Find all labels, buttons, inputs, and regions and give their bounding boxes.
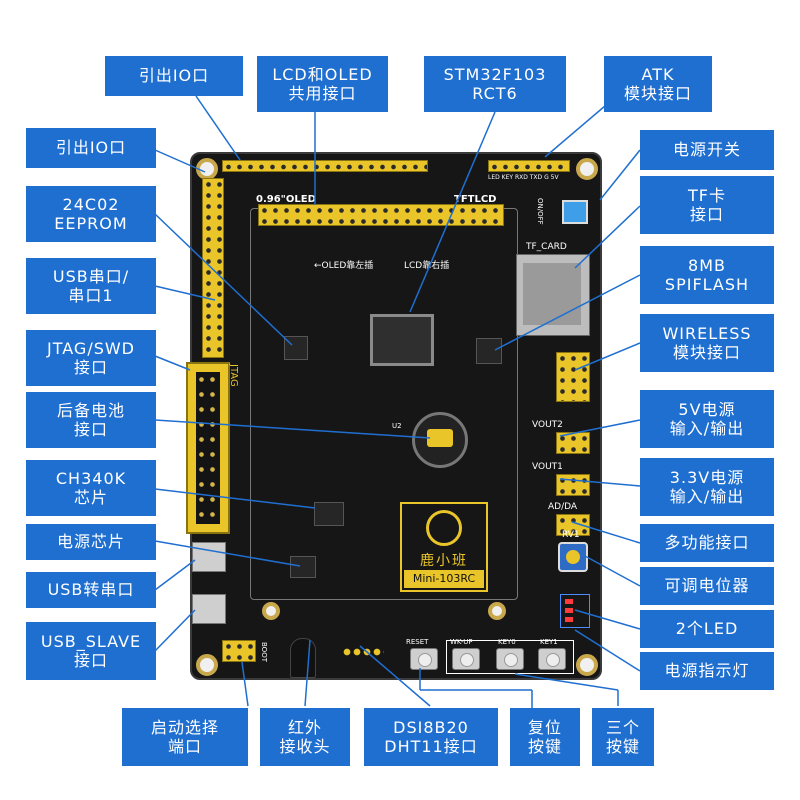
label-three-keys: 三个按键 (592, 708, 654, 766)
jtag-connector (186, 362, 230, 534)
vout1-header (556, 474, 590, 496)
mcu-chip (370, 314, 434, 366)
mount-hole (196, 158, 218, 180)
tf-card-slot (516, 254, 590, 336)
lcd-oled-header (258, 204, 504, 226)
vout2-header (556, 432, 590, 454)
boot-header (222, 640, 256, 662)
ch340-chip (314, 502, 344, 526)
reset-button (410, 648, 438, 670)
silk-boot: BOOT (260, 642, 268, 662)
label-pot: 可调电位器 (640, 567, 774, 605)
label-ir: 红外接收头 (260, 708, 350, 766)
silk-vout2: VOUT2 (532, 420, 563, 430)
mount-hole (196, 654, 218, 676)
silk-key1: KEY1 (540, 638, 558, 646)
label-power-switch: 电源开关 (640, 130, 774, 170)
atk-header (488, 160, 570, 172)
silk-lcd-insert: LCD靠右插 (404, 261, 450, 271)
mount-hole (576, 654, 598, 676)
label-5v: 5V电源输入/输出 (640, 390, 774, 448)
key0-button (496, 648, 524, 670)
battery-holder (412, 412, 468, 468)
wkup-button (452, 648, 480, 670)
label-io-left: 引出IO口 (26, 128, 156, 168)
pcb-board: 鹿小班 Mini-103RC 0.96"OLED TFTLCD ←OLED靠左插… (186, 152, 602, 680)
brand-logo-box: 鹿小班 Mini-103RC (400, 502, 488, 592)
label-io-top: 引出IO口 (105, 56, 243, 96)
label-tf: TF卡接口 (640, 176, 774, 234)
label-battery: 后备电池接口 (26, 392, 156, 448)
silk-oled: 0.96"OLED (256, 194, 316, 205)
eeprom-chip (284, 336, 308, 360)
ds18b20-pads (342, 646, 384, 658)
spiflash-chip (476, 338, 502, 364)
silk-u2: U2 (392, 422, 402, 430)
io-header-left (202, 178, 224, 358)
brand-name: 鹿小班 (420, 553, 468, 569)
potentiometer (558, 542, 588, 572)
silk-jtag: JTAG (228, 364, 239, 387)
mount-hole (262, 602, 280, 620)
label-usb-uart: USB转串口 (26, 572, 156, 608)
silk-onoff: ON/OFF (536, 198, 544, 225)
silk-tf-card: TF_CARD (526, 242, 567, 252)
mount-hole (576, 158, 598, 180)
power-switch (562, 200, 588, 224)
silk-tftlcd: TFTLCD (454, 194, 497, 205)
usb-port-uart (192, 542, 226, 572)
label-multi: 多功能接口 (640, 524, 774, 562)
label-3v3: 3.3V电源输入/输出 (640, 458, 774, 516)
silk-reset: RESET (406, 638, 429, 646)
silk-adda: AD/DA (548, 502, 578, 512)
label-led: 2个LED (640, 610, 774, 648)
usb-port-slave (192, 594, 226, 624)
io-header-top (222, 160, 428, 172)
power-chip (290, 556, 316, 578)
silk-atk: LED KEY RXD TXD G 5V (488, 174, 559, 181)
label-usb-serial: USB串口/串口1 (26, 258, 156, 314)
silk-wkup: WK-UP (450, 638, 473, 646)
brand-logo-icon (426, 510, 462, 546)
mount-hole (488, 602, 506, 620)
label-boot-select: 启动选择端口 (122, 708, 248, 766)
silk-oled-insert: ←OLED靠左插 (314, 261, 374, 271)
silk-vout1: VOUT1 (532, 462, 563, 472)
label-reset: 复位按键 (510, 708, 580, 766)
model-name: Mini-103RC (404, 570, 484, 588)
label-power-chip: 电源芯片 (26, 524, 156, 560)
key1-button (538, 648, 566, 670)
label-power-led: 电源指示灯 (640, 652, 774, 690)
ir-receiver (290, 638, 316, 678)
wireless-header (556, 352, 590, 402)
led-group (560, 594, 590, 628)
silk-rv1: RV1 (562, 530, 580, 540)
key-group-frame (446, 640, 574, 674)
silk-key0: KEY0 (498, 638, 516, 646)
